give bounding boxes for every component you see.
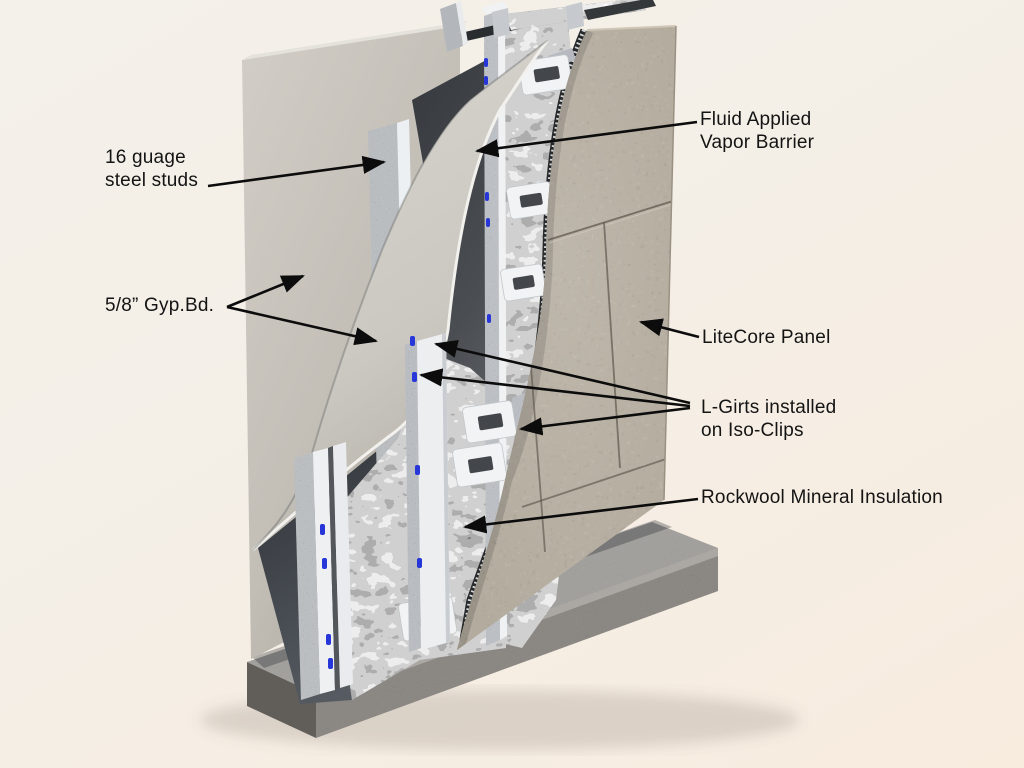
base-left-face [247, 662, 316, 738]
panel-right-edge [663, 25, 677, 501]
panel-joint [547, 200, 674, 241]
callout-litecore-panel: LiteCore Panel [702, 326, 831, 349]
callout-vapor-barrier: Fluid Applied Vapor Barrier [700, 108, 814, 154]
leader-lgirt-2 [418, 368, 691, 408]
iso-clip [462, 400, 517, 444]
screw [485, 192, 489, 201]
stud-flange [313, 448, 335, 694]
leader-lgirt-1 [433, 339, 691, 405]
stud-flange [333, 442, 353, 688]
callout-line: on Iso-Clips [701, 420, 804, 442]
iso-clip [452, 442, 508, 488]
girt-top [566, 2, 584, 30]
screw [328, 658, 333, 669]
callout-l-girts: L-Girts installed on Iso-Clips [701, 396, 836, 442]
callout-line: L-Girts installed [701, 397, 837, 418]
girt-top-cap [482, 1, 508, 15]
callout-line: 16 guage [105, 147, 186, 168]
callout-line: steel studs [105, 170, 199, 192]
l-girt-vertical [482, 1, 508, 646]
screw [320, 524, 325, 535]
screw [417, 558, 422, 568]
stud-gap-shadow [328, 446, 340, 690]
leader-gyp-lower [226, 305, 379, 346]
leader-vapor-barrier [474, 120, 698, 158]
girt-top [492, 8, 510, 38]
membrane-top-cap [584, 0, 656, 20]
l-girt-on-sheathing [405, 333, 450, 652]
leader-steel-studs [207, 155, 387, 188]
leader-gyp-upper [226, 274, 305, 309]
callout-gyp-bd: 5/8” Gyp.Bd. [105, 294, 214, 317]
callout-line: LiteCore Panel [702, 327, 831, 348]
screw [412, 372, 417, 382]
iso-clip [506, 181, 555, 220]
girt-face [417, 333, 450, 650]
panel-joint-highlight [548, 203, 674, 244]
screw [484, 58, 488, 67]
screw [322, 558, 327, 569]
callout-line: Rockwool Mineral Insulation [701, 487, 943, 508]
screw [484, 76, 488, 85]
callout-steel-studs: 16 guage steel studs [105, 146, 198, 192]
panel-joint [603, 221, 621, 469]
screw [415, 465, 420, 475]
leader-rockwool [462, 497, 699, 534]
screw [486, 218, 490, 227]
screw [410, 336, 415, 346]
panel-joint [521, 458, 667, 508]
callout-rockwool: Rockwool Mineral Insulation [701, 486, 943, 509]
callout-line: 5/8” Gyp.Bd. [105, 295, 215, 316]
screw [487, 314, 491, 323]
leader-litecore [638, 318, 700, 339]
girt-edge-shade [442, 333, 450, 643]
stud-top [440, 3, 463, 52]
stud-top-flange [456, 1, 468, 46]
panel-top-edge [586, 25, 677, 31]
iso-clip [500, 263, 547, 302]
callout-line: Vapor Barrier [700, 132, 815, 154]
gypsum-top-edge [242, 21, 469, 60]
callout-line: Fluid Applied [700, 109, 812, 130]
leader-lines [207, 120, 700, 534]
leader-lgirt-3 [518, 406, 691, 436]
screw [326, 634, 331, 645]
